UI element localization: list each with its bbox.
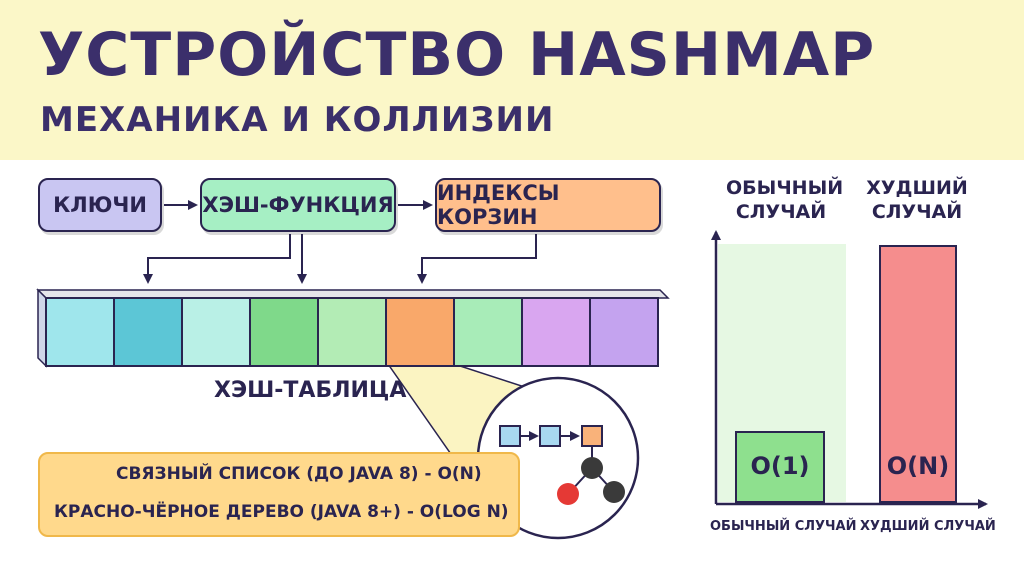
hash-bucket [589,297,659,367]
bucket-indices-label: ИНДЕКСЫ КОРЗИН [437,181,560,229]
hash-bucket [181,297,251,367]
header-banner: УСТРОЙСТВО HASHMAP МЕХАНИКА И КОЛЛИЗИИ [0,0,1024,160]
hash-bucket [317,297,387,367]
normal-case-title: ОБЫЧНЫЙ СЛУЧАЙ [726,177,844,223]
arrow-hash-to-bucket-1 [143,234,291,284]
hash-bucket-highlighted [385,297,455,367]
note-red-black-tree: КРАСНО-ЧЁРНОЕ ДЕРЕВО (JAVA 8+) - O(LOG N… [54,502,509,522]
hash-table-left-face [37,288,47,368]
keys-label: КЛЮЧИ [53,193,147,217]
hash-function-label: ХЭШ-ФУНКЦИЯ [202,193,394,217]
hash-table-top-face [36,289,670,299]
chain-node-2 [539,425,561,447]
hash-bucket [113,297,183,367]
keys-box: КЛЮЧИ [38,178,162,232]
normal-case-bar [735,431,825,503]
collision-notes-box: СВЯЗНЫЙ СПИСОК (ДО JAVA 8) - O(N) КРАСНО… [38,452,520,537]
tree-red-node [557,483,579,505]
hash-bucket [521,297,591,367]
hash-bucket [45,297,115,367]
worst-case-axis-label: ХУДШИЙ СЛУЧАЙ [860,519,996,534]
page-title: УСТРОЙСТВО HASHMAP [38,20,876,90]
worst-case-bar [879,245,957,503]
chain-node-1 [499,425,521,447]
tree-root-node [581,457,603,479]
tree-black-node [603,481,625,503]
hash-bucket [249,297,319,367]
normal-case-axis-label: ОБЫЧНЫЙ СЛУЧАЙ [710,519,857,534]
hash-bucket [453,297,523,367]
worst-case-title: ХУДШИЙ СЛУЧАЙ [866,177,968,223]
normal-case-value: O(1) [750,452,810,480]
bucket-indices-box: ИНДЕКСЫ КОРЗИН [435,178,661,232]
hash-table-label: ХЭШ-ТАБЛИЦА [214,378,407,403]
page-subtitle: МЕХАНИКА И КОЛЛИЗИИ [40,100,555,140]
arrow-indices-to-bucket-6 [417,234,537,284]
hash-function-box: ХЭШ-ФУНКЦИЯ [200,178,396,232]
note-linked-list: СВЯЗНЫЙ СПИСОК (ДО JAVA 8) - O(N) [116,464,482,484]
worst-case-value: O(N) [886,452,950,480]
hash-table-buckets [45,297,659,367]
chain-node-3 [581,425,603,447]
